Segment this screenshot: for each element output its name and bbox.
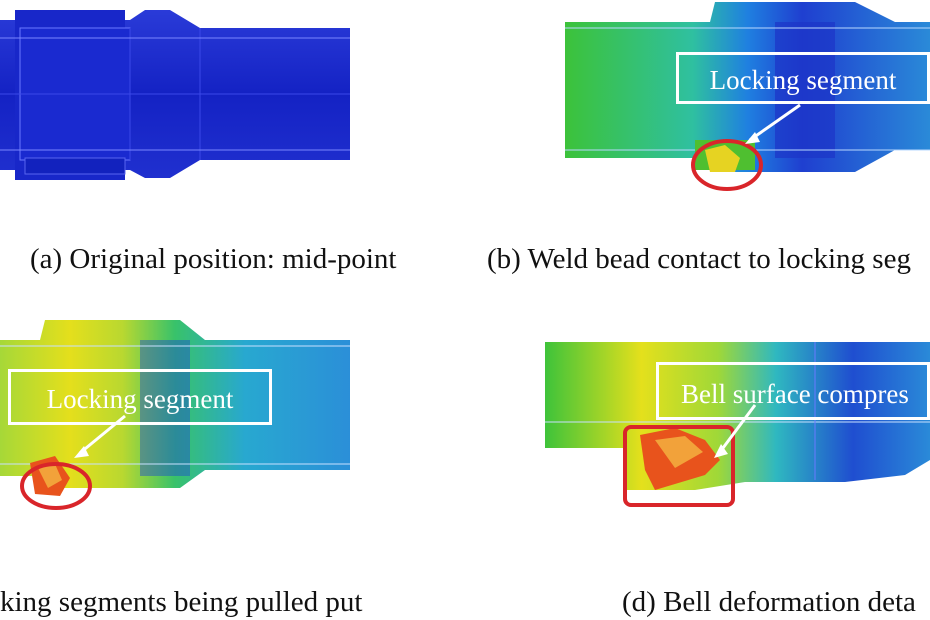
panel-a-caption: (a) Original position: mid-point — [30, 243, 397, 275]
panel-d-bell-surface-label: Bell surface compres — [656, 362, 930, 420]
panel-b-caption: (b) Weld bead contact to locking seg — [487, 243, 911, 275]
panel-c-locking-segment-label: Locking segment — [8, 369, 272, 425]
panel-b-locking-segment-label: Locking segment — [676, 52, 930, 104]
panel-d-simulation — [545, 340, 930, 520]
panel-a-simulation — [0, 0, 360, 190]
panel-d-caption: (d) Bell deformation deta — [622, 586, 916, 618]
panel-c-caption: king segments being pulled put — [0, 586, 363, 618]
panel-c-simulation — [0, 318, 360, 518]
panel-b-simulation — [565, 0, 930, 200]
